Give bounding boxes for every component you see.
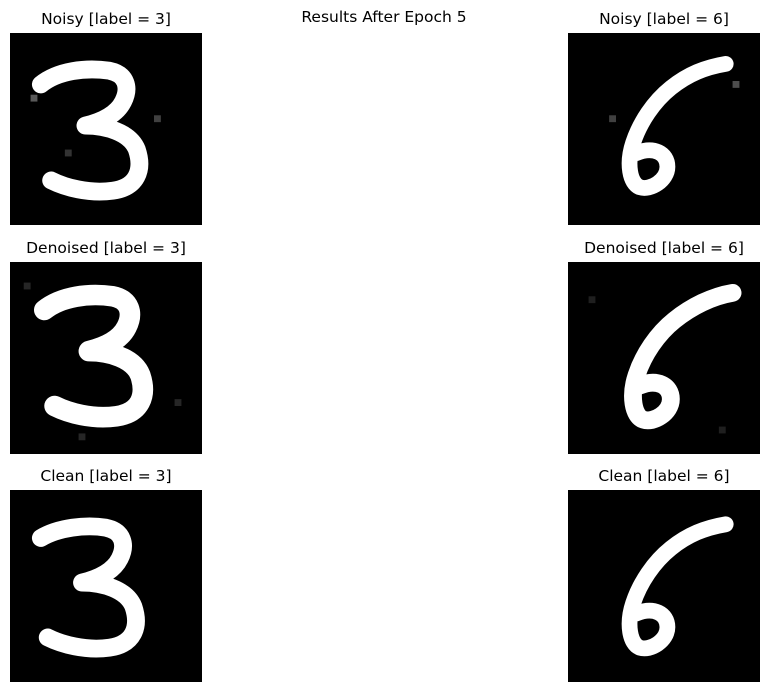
digit-image-clean-3: [10, 490, 202, 682]
digit-3-glyph: [30, 60, 161, 201]
panel-title-noisy-6: Noisy [label = 6]: [599, 10, 729, 28]
digit-6-glyph: [609, 55, 740, 196]
digit-image-noisy-6: [568, 33, 760, 225]
digit-3-glyph: [23, 282, 182, 441]
panel-title-clean-6: Clean [label = 6]: [598, 467, 730, 485]
panel-title-denoised-3: Denoised [label = 3]: [26, 239, 186, 257]
panel-title-clean-3: Clean [label = 3]: [40, 467, 172, 485]
panel-title-denoised-6: Denoised [label = 6]: [584, 239, 744, 257]
digit-image-denoised-3: [10, 262, 202, 454]
panel-title-noisy-3: Noisy [label = 3]: [41, 10, 171, 28]
digit-6-glyph: [621, 516, 734, 657]
digit-image-noisy-3: [10, 33, 202, 225]
figure-suptitle: Results After Epoch 5: [301, 8, 467, 26]
digit-image-denoised-6: [568, 262, 760, 454]
digit-3-glyph: [31, 517, 145, 658]
digit-image-clean-6: [568, 490, 760, 682]
digit-6-glyph: [588, 283, 742, 434]
